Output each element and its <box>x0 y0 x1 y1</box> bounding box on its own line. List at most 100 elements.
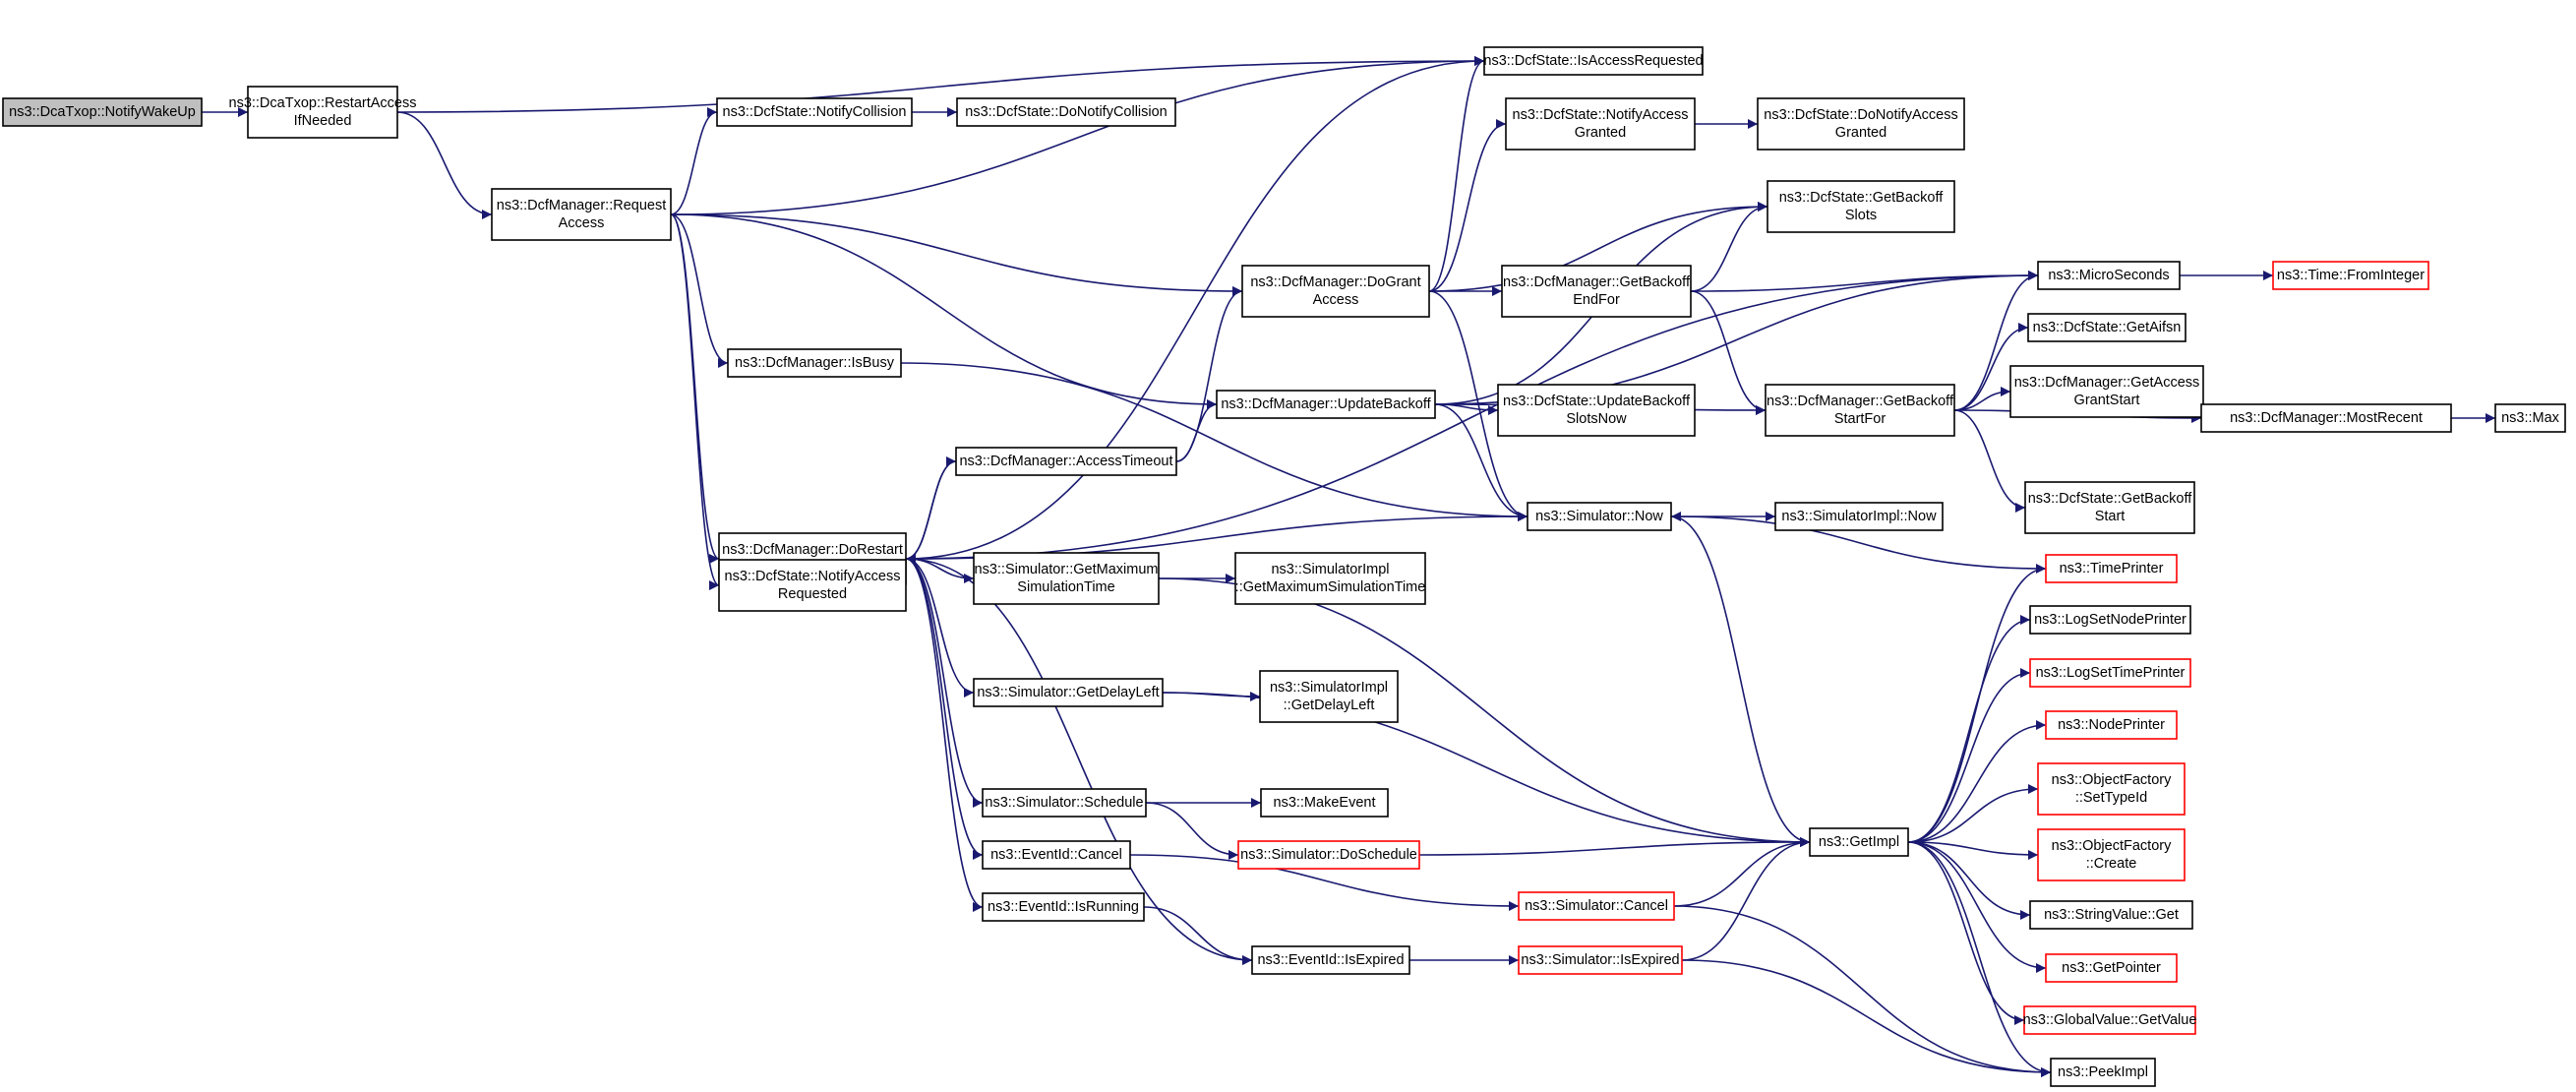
node-n44[interactable]: ns3::EventId::IsRunning <box>982 892 1145 922</box>
call-edge <box>1953 323 2029 411</box>
node-n41[interactable]: ns3::ObjectFactory::Create <box>2037 828 2186 881</box>
node-label: ns3::DcfManager::MostRecent <box>2230 410 2423 426</box>
node-box <box>2045 554 2178 583</box>
node-n14[interactable]: ns3::DcfManager::UpdateBackoff <box>1216 390 1436 419</box>
node-n49[interactable]: ns3::PeekImpl <box>2050 1058 2156 1087</box>
call-edge <box>1907 841 2039 860</box>
edge-line <box>670 56 1485 215</box>
node-label: ns3::Simulator::GetDelayLeft <box>977 685 1159 700</box>
node-box <box>2 97 203 127</box>
node-n30[interactable]: ns3::LogSetNodePrinter <box>2029 605 2191 635</box>
node-label: ns3::DcfManager::Request <box>497 198 666 213</box>
node-n5[interactable]: ns3::DcfState::DoNotifyCollision <box>956 97 1176 127</box>
node-box <box>2037 261 2181 290</box>
call-edge <box>1428 119 1507 292</box>
node-label: Requested <box>778 586 847 602</box>
node-label: ns3::NodePrinter <box>2058 717 2165 733</box>
node-label: ns3::GetImpl <box>1819 834 1899 850</box>
node-box <box>982 892 1145 922</box>
node-box <box>1518 891 1675 921</box>
node-n36[interactable]: ns3::Simulator::Schedule <box>982 788 1147 818</box>
node-label: ns3::DcfState::NotifyCollision <box>723 104 907 120</box>
edge-line <box>1673 837 1811 907</box>
call-edge <box>1907 841 2052 1077</box>
node-n29[interactable]: ns3::TimePrinter <box>2045 554 2178 583</box>
node-label: ns3::DcfState::NotifyAccess <box>725 569 901 584</box>
call-edge <box>670 56 1485 215</box>
call-edge <box>905 558 975 698</box>
edge-line <box>1175 286 1243 462</box>
edge-line <box>1907 668 2031 843</box>
node-label: ns3::DcfState::GetBackoff <box>2028 491 2193 507</box>
edge-line <box>670 213 1243 296</box>
node-box <box>1765 384 1955 437</box>
node-n3[interactable]: ns3::DcfState::IsAccessRequested <box>1483 46 1704 76</box>
edge-line <box>1428 202 1768 292</box>
node-n38[interactable]: ns3::Simulator::DoSchedule <box>1237 840 1420 870</box>
node-box <box>727 348 902 378</box>
edge-line <box>1907 615 2031 843</box>
node-box <box>1505 97 1696 151</box>
node-label: SlotsNow <box>1566 411 1627 427</box>
node-n4[interactable]: ns3::DcfState::NotifyCollision <box>716 97 913 127</box>
node-n43[interactable]: ns3::StringValue::Get <box>2029 900 2193 930</box>
node-box <box>2029 900 2193 930</box>
call-edge <box>1907 720 2047 843</box>
node-n40[interactable]: ns3::EventId::Cancel <box>982 840 1131 870</box>
node-n28[interactable]: ns3::SimulatorImpl::GetMaximumSimulation… <box>1234 552 1426 605</box>
edge-line <box>670 213 729 368</box>
node-n27[interactable]: ns3::Simulator::GetMaximumSimulationTime <box>973 552 1160 605</box>
node-n12[interactable]: ns3::Time::FromInteger <box>2272 261 2429 290</box>
node-n39[interactable]: ns3::GetImpl <box>1809 827 1909 857</box>
node-n19[interactable]: ns3::DcfManager::MostRecent <box>2200 403 2452 433</box>
edge-line <box>1953 271 2039 411</box>
node-n33[interactable]: ns3::SimulatorImpl::GetDelayLeft <box>1259 670 1399 723</box>
node-n31[interactable]: ns3::LogSetTimePrinter <box>2029 658 2191 688</box>
node-n24[interactable]: ns3::Simulator::Now <box>1527 502 1672 531</box>
node-n48[interactable]: ns3::GlobalValue::GetValue <box>2023 1005 2197 1035</box>
node-n11[interactable]: ns3::MicroSeconds <box>2037 261 2181 290</box>
node-label: ns3::LogSetNodePrinter <box>2034 612 2187 628</box>
node-n45[interactable]: ns3::GetPointer <box>2045 953 2178 983</box>
call-edge <box>905 558 984 860</box>
edge-line <box>1907 841 2031 920</box>
node-n35[interactable]: ns3::ObjectFactory::SetTypeId <box>2037 762 2186 816</box>
node-box <box>1497 384 1696 437</box>
edge-layer <box>202 56 2495 1077</box>
node-n34[interactable]: ns3::NodePrinter <box>2045 710 2178 740</box>
node-box <box>2023 1005 2196 1035</box>
node-box <box>2009 365 2204 418</box>
call-edge <box>1418 837 1811 856</box>
node-n47[interactable]: ns3::Simulator::IsExpired <box>1518 945 1683 975</box>
node-label: ns3::DcfManager::DoGrant <box>1250 274 1420 290</box>
call-edge <box>1953 409 2026 513</box>
edge-line <box>1907 841 2039 860</box>
node-n21[interactable]: ns3::DcfManager::AccessTimeout <box>955 447 1177 476</box>
node-n37[interactable]: ns3::MakeEvent <box>1260 788 1389 818</box>
node-n13[interactable]: ns3::DcfManager::IsBusy <box>727 348 902 378</box>
node-n46[interactable]: ns3::EventId::IsExpired <box>1251 945 1410 975</box>
node-box <box>2029 658 2191 688</box>
node-n20[interactable]: ns3::Max <box>2494 403 2566 433</box>
call-edge <box>670 213 720 590</box>
node-n32[interactable]: ns3::Simulator::GetDelayLeft <box>973 678 1164 707</box>
node-n16[interactable]: ns3::DcfState::GetAifsn <box>2027 313 2187 342</box>
node-label: ns3::Time::FromInteger <box>2277 268 2425 283</box>
node-n42[interactable]: ns3::Simulator::Cancel <box>1518 891 1675 921</box>
node-n25[interactable]: ns3::SimulatorImpl::Now <box>1774 502 1944 531</box>
call-edge <box>1145 802 1239 860</box>
node-label: ns3::DcaTxop::RestartAccess <box>229 95 417 111</box>
